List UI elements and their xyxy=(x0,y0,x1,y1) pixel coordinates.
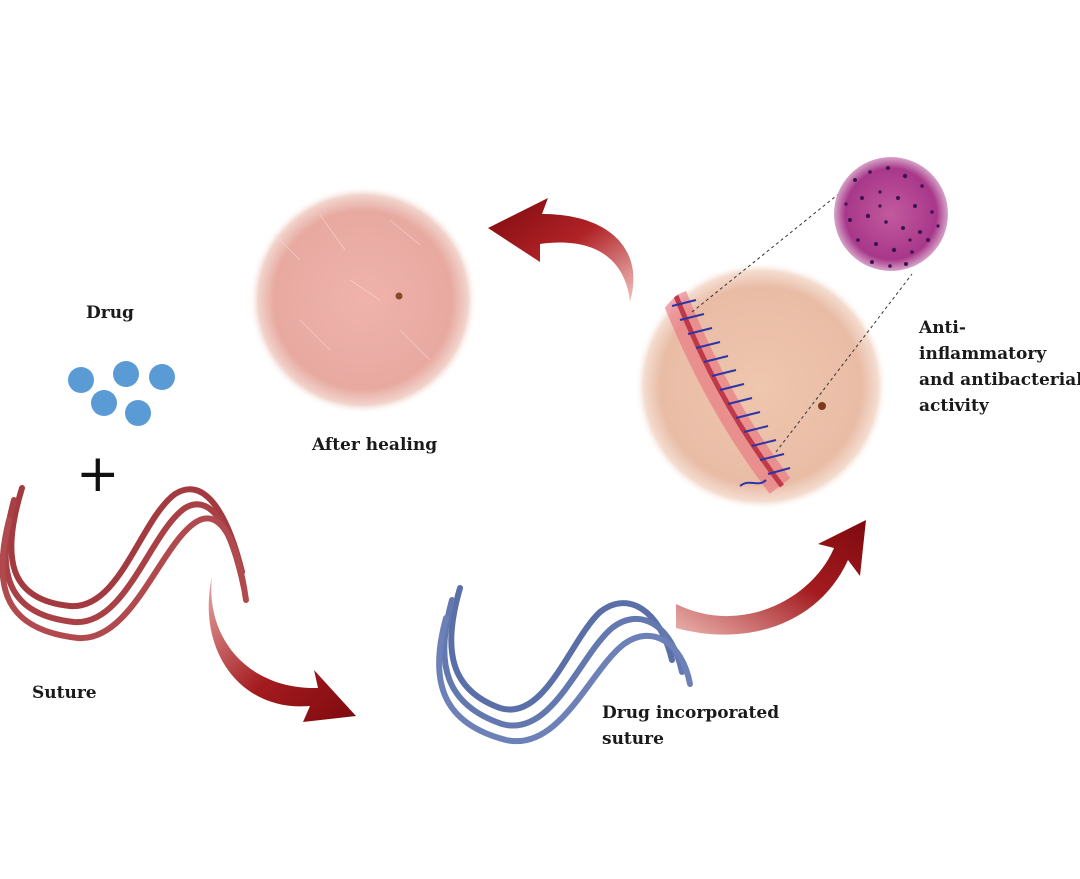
drug-incorporated-line2: suture xyxy=(602,729,664,749)
suture-strand xyxy=(441,597,685,729)
plus-sign: + xyxy=(76,444,120,504)
activity-line1: Anti- xyxy=(919,318,966,338)
drug-incorporated-line1: Drug incorporated xyxy=(602,703,780,723)
drug-particle xyxy=(125,400,151,426)
arrow-to-drug-suture xyxy=(208,576,356,722)
skin-mole xyxy=(395,292,403,300)
suture-strand xyxy=(0,515,249,642)
plain-suture-strands xyxy=(0,485,249,642)
sutured-wound-image xyxy=(635,262,887,510)
drug-incorporated-suture-label: Drug incorporated suture xyxy=(602,700,779,752)
suture-strand xyxy=(448,585,675,713)
suture-label: Suture xyxy=(32,683,97,703)
drug-particle xyxy=(68,367,94,393)
activity-label: Anti- inflammatory and antibacterial act… xyxy=(919,315,1080,419)
drug-label: Drug xyxy=(86,303,134,323)
arrow-to-after-healing xyxy=(488,198,634,302)
activity-line3: and antibacterial xyxy=(919,370,1080,390)
drug-particle xyxy=(113,361,139,387)
suture-strand xyxy=(2,497,247,626)
healed-skin-image xyxy=(249,186,477,414)
drug-particle xyxy=(149,364,175,390)
activity-line4: activity xyxy=(919,396,989,416)
drug-suture-strands xyxy=(436,585,693,745)
stitches xyxy=(671,299,791,475)
arrow-to-wound xyxy=(676,520,866,635)
tissue-histology-image xyxy=(834,157,948,271)
magnification-lines xyxy=(691,187,913,453)
drug-particle xyxy=(91,390,117,416)
suture-strand xyxy=(8,485,245,610)
suture-strand xyxy=(436,615,693,745)
after-healing-label: After healing xyxy=(312,435,438,455)
skin-mole xyxy=(818,402,826,410)
activity-line2: inflammatory xyxy=(919,344,1047,364)
drug-particles xyxy=(68,361,175,426)
